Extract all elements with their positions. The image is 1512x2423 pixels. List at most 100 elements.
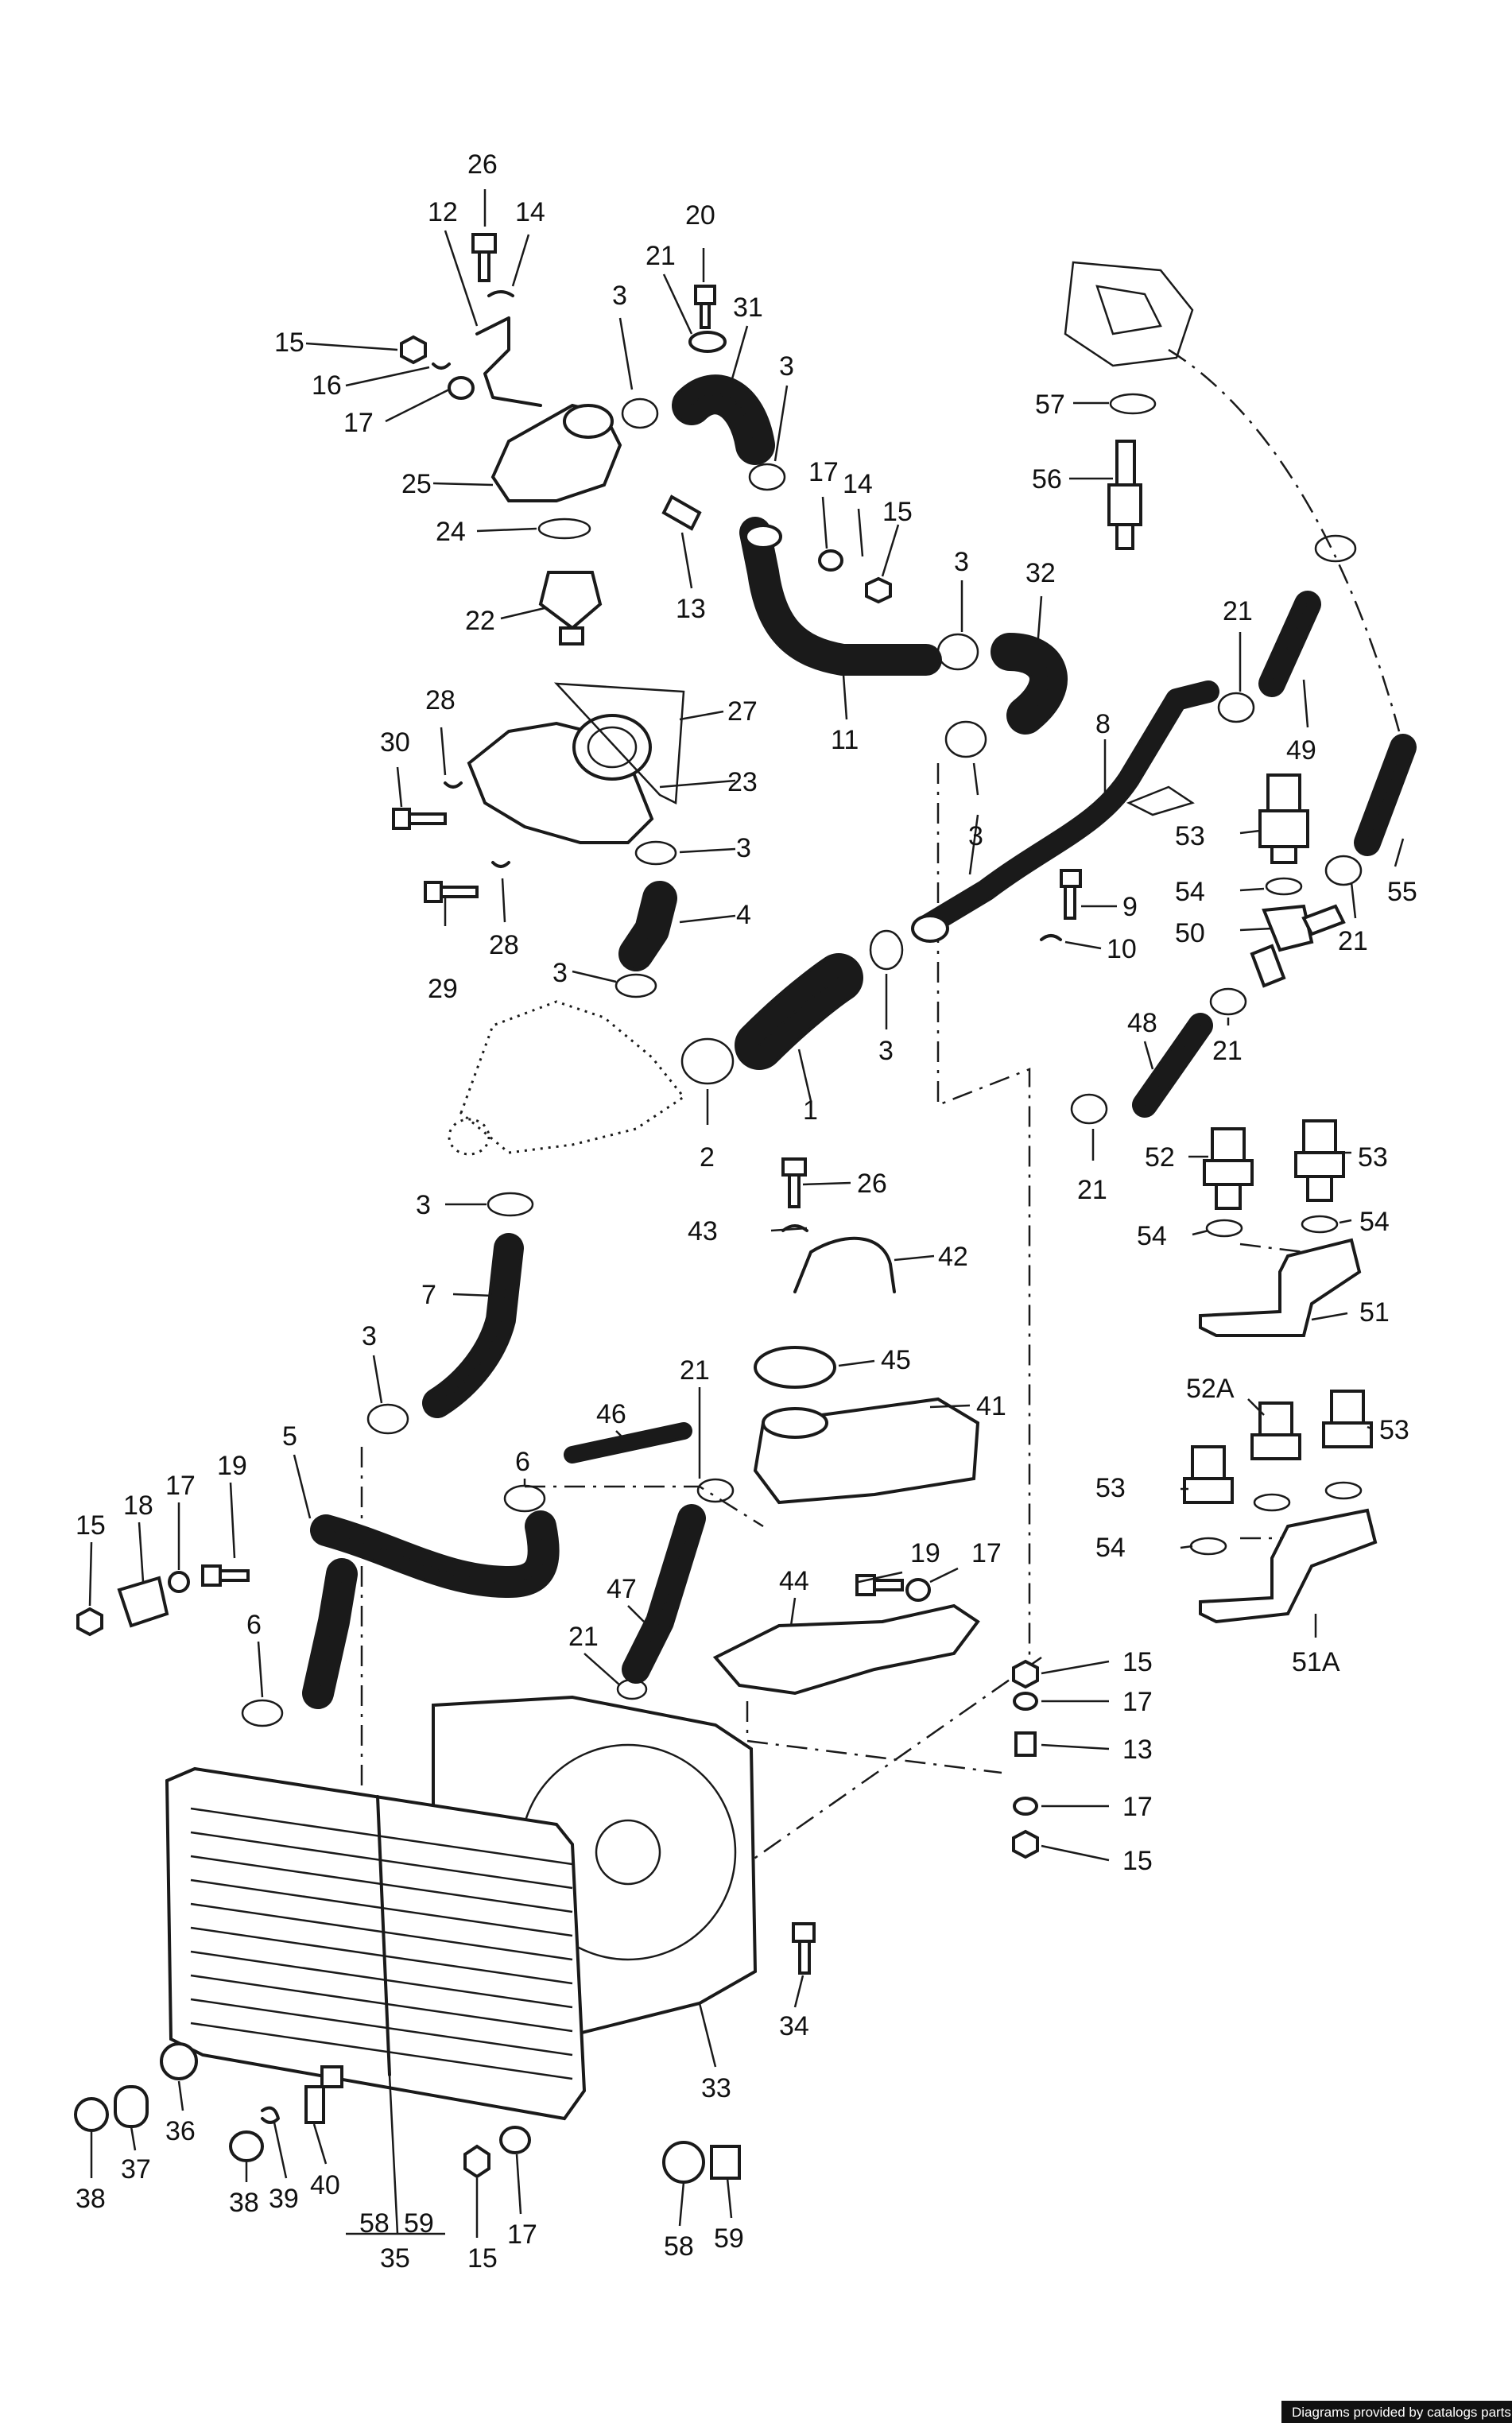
callout: 21 <box>680 1355 710 1386</box>
callout: 50 <box>1175 918 1205 948</box>
callout: 35 <box>380 2243 410 2274</box>
callout: 3 <box>552 958 568 988</box>
callout: 28 <box>425 685 456 715</box>
hose-48 <box>1070 987 1247 1125</box>
expansion-tank-41 <box>564 1346 980 1700</box>
callout: 32 <box>1025 558 1056 588</box>
pipe-11 <box>739 517 979 676</box>
callout: 13 <box>676 594 706 624</box>
callout: 45 <box>881 1345 911 1375</box>
pipe-8 <box>911 680 1219 943</box>
callout: 19 <box>217 1451 247 1481</box>
callout: 10 <box>1107 934 1137 964</box>
engine-housing-outline <box>1064 261 1194 550</box>
callout: 21 <box>1077 1175 1107 1205</box>
callout: 39 <box>269 2184 299 2214</box>
hose-7 <box>366 1192 534 1435</box>
callout: 21 <box>646 241 676 271</box>
tee-51-group <box>1199 1119 1362 1337</box>
callout: 6 <box>246 1610 262 1640</box>
callout: 1 <box>803 1095 818 1126</box>
callout: 3 <box>779 351 794 382</box>
callout: 55 <box>1387 877 1417 907</box>
callout: 15 <box>467 2243 498 2274</box>
callout: 21 <box>568 1622 599 1652</box>
callout: 54 <box>1137 1221 1167 1251</box>
callout: 3 <box>968 821 983 851</box>
callout: 51 <box>1359 1297 1390 1328</box>
callout: 15 <box>274 328 304 358</box>
callout: 36 <box>165 2116 196 2146</box>
callout: 51A <box>1292 1647 1340 1677</box>
callout: 58 <box>664 2231 694 2262</box>
callout: 21 <box>1212 1036 1243 1066</box>
callout: 3 <box>416 1190 431 1220</box>
callout: 23 <box>727 767 758 797</box>
callout: 47 <box>607 1574 637 1604</box>
callout: 53 <box>1358 1142 1388 1173</box>
callout: 21 <box>1223 596 1253 626</box>
switch-tee-group <box>1250 773 1346 988</box>
credit-text: Diagrams provided by catalogs parts <box>1292 2405 1511 2420</box>
callout: 17 <box>971 1538 1002 1568</box>
callout: 28 <box>489 930 519 960</box>
callout: 9 <box>1122 892 1138 922</box>
callout: 38 <box>76 2184 106 2214</box>
callout: 13 <box>1122 1735 1153 1765</box>
callout: 59 <box>714 2223 744 2254</box>
callout: 6 <box>515 1447 530 1477</box>
credit-banner: Diagrams provided by catalogs parts <box>1281 2401 1512 2423</box>
callout: 38 <box>229 2188 259 2218</box>
tee-51A-group <box>1183 1390 1378 1624</box>
small-hoses-49-55 <box>1217 534 1417 886</box>
callout: 17 <box>808 457 839 487</box>
callout: 17 <box>165 1471 196 1501</box>
callout: 25 <box>401 469 432 499</box>
callout: 46 <box>596 1399 626 1429</box>
leader-lines <box>88 189 1405 2238</box>
callout: 34 <box>779 2011 809 2041</box>
callout: 33 <box>701 2073 731 2103</box>
callout: 17 <box>507 2219 537 2250</box>
callout: 3 <box>954 547 969 577</box>
callout: 31 <box>733 293 763 323</box>
callout: 58 <box>359 2208 390 2239</box>
bracket-44 <box>712 1574 980 1696</box>
callout: 3 <box>736 833 751 863</box>
callout: 54 <box>1095 1533 1126 1563</box>
callout: 17 <box>343 408 374 438</box>
callout: 53 <box>1379 1415 1409 1445</box>
callout: 42 <box>938 1242 968 1272</box>
callout: 15 <box>1122 1846 1153 1876</box>
hose-1-4 <box>614 840 904 1085</box>
callout: 48 <box>1127 1008 1157 1038</box>
callout: 29 <box>428 974 458 1004</box>
callout: 17 <box>1122 1792 1153 1822</box>
callout: 57 <box>1035 390 1065 420</box>
callout: 3 <box>878 1036 894 1066</box>
hose-5 <box>241 1484 560 1727</box>
callout: 30 <box>380 727 410 758</box>
callout: 14 <box>515 197 545 227</box>
callout: 41 <box>976 1391 1006 1421</box>
fastener-stack <box>1012 1659 1039 1859</box>
callout: 17 <box>1122 1687 1153 1717</box>
callout: 18 <box>123 1491 153 1521</box>
callout: 37 <box>121 2154 151 2185</box>
callout: 3 <box>362 1321 377 1351</box>
callout: 54 <box>1175 877 1205 907</box>
callout: 43 <box>688 1216 718 1246</box>
callout: 16 <box>312 370 342 401</box>
upper-hose-group <box>621 285 786 531</box>
callout: 52 <box>1145 1142 1175 1173</box>
thermostat-housing-group <box>400 233 622 645</box>
callout: 22 <box>465 606 495 636</box>
hose-32 <box>944 633 1068 758</box>
callout: 4 <box>736 900 751 930</box>
callout: 12 <box>428 197 458 227</box>
callout: 19 <box>910 1538 940 1568</box>
callout: 40 <box>310 2170 340 2200</box>
callout: 49 <box>1286 735 1316 766</box>
callout: 27 <box>727 696 758 727</box>
callout: 14 <box>843 469 873 499</box>
